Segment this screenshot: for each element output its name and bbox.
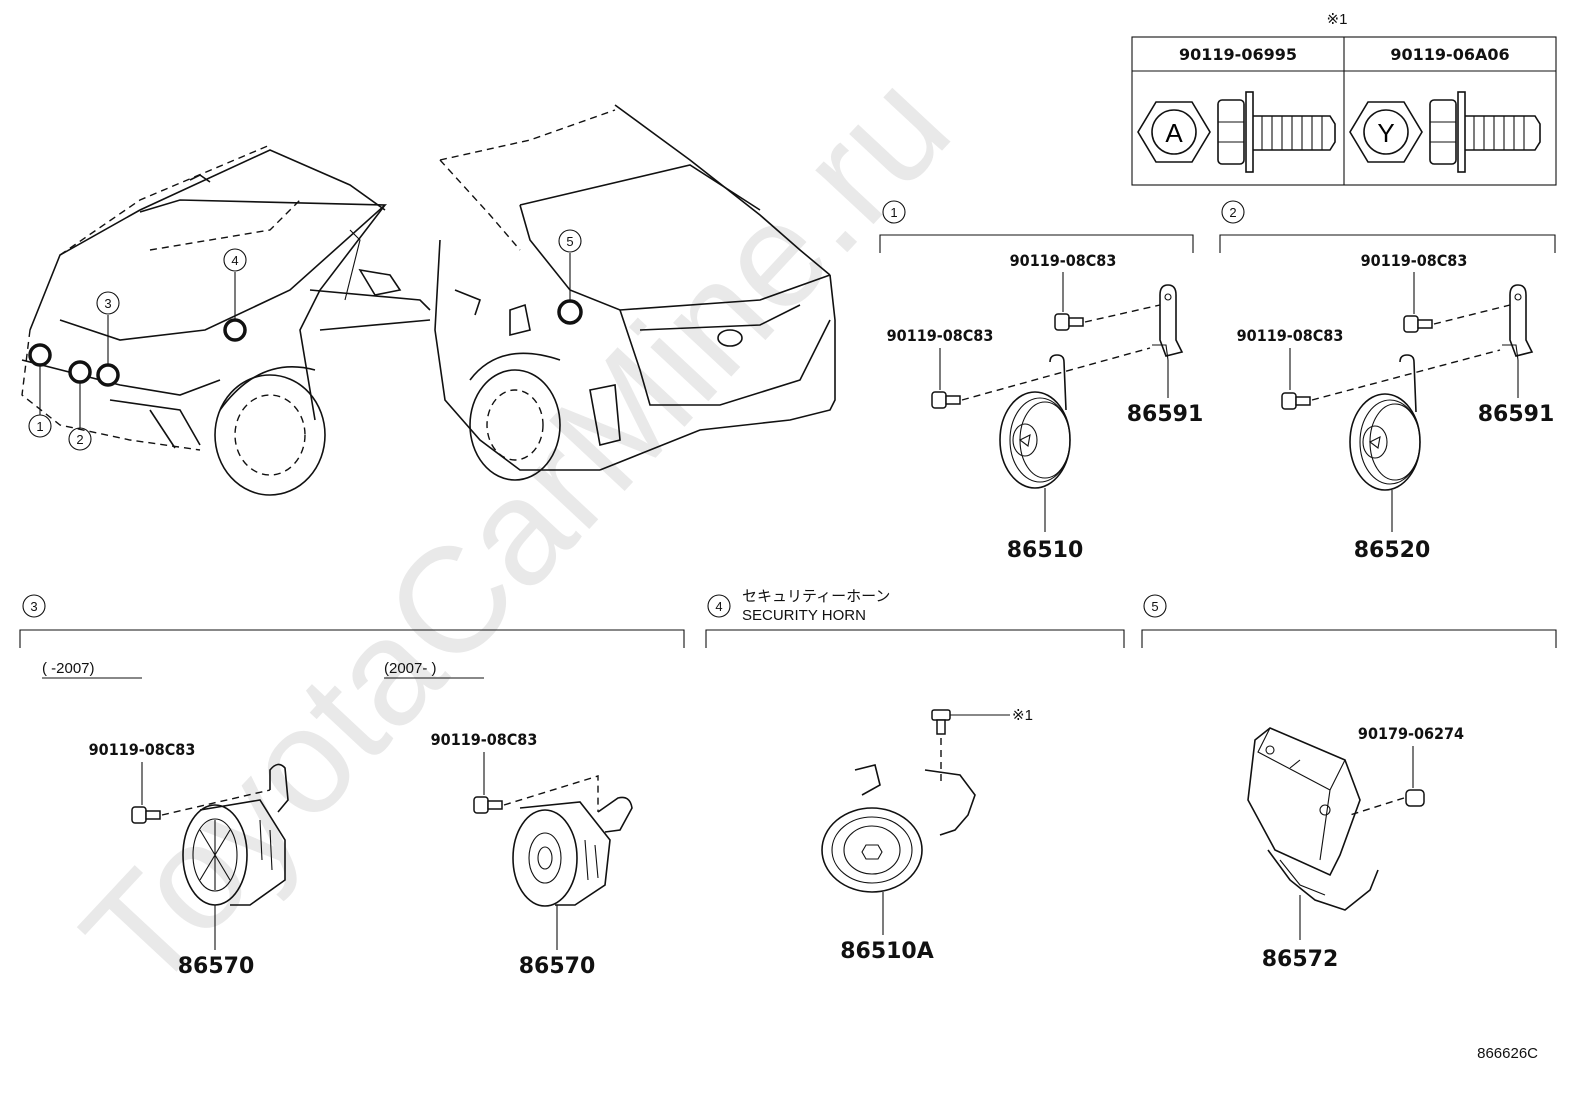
bolt-icon <box>931 709 951 735</box>
g2-bolt-lower-label: 90119-08C83 <box>1237 326 1344 345</box>
figure-id: 866626C <box>1477 1045 1538 1062</box>
group-1: 1 90119-08C83 90119-08C83 86591 <box>879 200 1204 563</box>
group-3: 3 ( -2007) (2007- ) 90119-08C83 86570 90… <box>19 594 685 979</box>
rear-callouts: 5 <box>557 229 583 325</box>
callout-ring-1[interactable] <box>28 343 52 367</box>
front-callout-1: 1 <box>36 419 43 434</box>
buzzer-icon <box>512 796 633 907</box>
g3-right-bolt-label: 90119-08C83 <box>431 730 538 749</box>
group-4: 4 セキュリティーホーン SECURITY HORN ※1 86510A <box>705 588 1125 964</box>
rear-callout-5: 5 <box>566 234 573 249</box>
g3-right-range: (2007- ) <box>384 660 437 677</box>
callout-ring-2[interactable] <box>68 360 92 384</box>
g3-left-part-label: 86570 <box>178 954 255 979</box>
hex-bolt-icon: A <box>1137 91 1336 173</box>
g1-bolt-lower-label: 90119-08C83 <box>887 326 994 345</box>
group-1-number: 1 <box>890 205 897 220</box>
front-callout-4: 4 <box>231 253 238 268</box>
hex-mark-y: Y <box>1377 118 1394 148</box>
bolt-table-note: ※1 <box>1327 11 1348 28</box>
bolt-icon <box>1054 313 1084 331</box>
bolt-icon <box>1405 789 1425 807</box>
front-callouts: 1 2 3 4 <box>28 248 247 451</box>
module-icon <box>1247 727 1379 911</box>
bolt-table: ※1 90119-06995 90119-06A06 A Y <box>1131 11 1557 186</box>
hex-bolt-icon: Y <box>1349 91 1541 173</box>
g3-right-part-label: 86570 <box>519 954 596 979</box>
g2-bolt-upper-label: 90119-08C83 <box>1361 251 1468 270</box>
g1-bracket-label: 86591 <box>1127 402 1204 427</box>
group-2: 2 90119-08C83 90119-08C83 86591 <box>1219 200 1556 563</box>
g3-left-bolt-label: 90119-08C83 <box>89 740 196 759</box>
g4-bolt-ref: ※1 <box>1012 707 1033 724</box>
g2-bracket-label: 86591 <box>1478 402 1555 427</box>
group-5-number: 5 <box>1151 599 1158 614</box>
bolt-icon <box>1403 315 1433 333</box>
callout-ring-4[interactable] <box>223 318 247 342</box>
g4-title-jp: セキュリティーホーン <box>742 588 890 605</box>
bolt-icon <box>473 796 503 814</box>
g5-nut-label: 90179-06274 <box>1358 724 1464 743</box>
bolt-table-pn-1: 90119-06995 <box>1179 45 1297 64</box>
group-2-number: 2 <box>1229 205 1236 220</box>
rear-car-icon <box>434 104 836 481</box>
front-callout-2: 2 <box>76 432 83 447</box>
g4-title-en: SECURITY HORN <box>742 607 866 624</box>
callout-ring-3[interactable] <box>96 363 120 387</box>
hex-mark-a: A <box>1165 118 1183 148</box>
bolt-table-pn-2: 90119-06A06 <box>1390 45 1509 64</box>
g5-part-label: 86572 <box>1262 947 1339 972</box>
bolt-icon <box>1281 392 1311 410</box>
group-4-number: 4 <box>715 599 722 614</box>
group-3-number: 3 <box>30 599 37 614</box>
horn-icon <box>1349 354 1421 491</box>
group-5: 5 90179-06274 86572 <box>1141 594 1557 972</box>
g4-horn-label: 86510A <box>840 939 934 964</box>
horn-icon <box>999 354 1071 489</box>
g3-left-range: ( -2007) <box>42 660 95 677</box>
callout-ring-5[interactable] <box>557 299 583 325</box>
bracket-icon <box>1152 284 1184 361</box>
g1-horn-label: 86510 <box>1007 538 1084 563</box>
g1-bolt-upper-label: 90119-08C83 <box>1010 251 1117 270</box>
bolt-icon <box>931 391 961 409</box>
bolt-icon <box>131 806 161 824</box>
front-callout-3: 3 <box>104 296 111 311</box>
buzzer-icon <box>182 763 289 906</box>
g2-horn-label: 86520 <box>1354 538 1431 563</box>
bracket-icon <box>1502 284 1534 361</box>
horn-icon <box>821 764 976 893</box>
